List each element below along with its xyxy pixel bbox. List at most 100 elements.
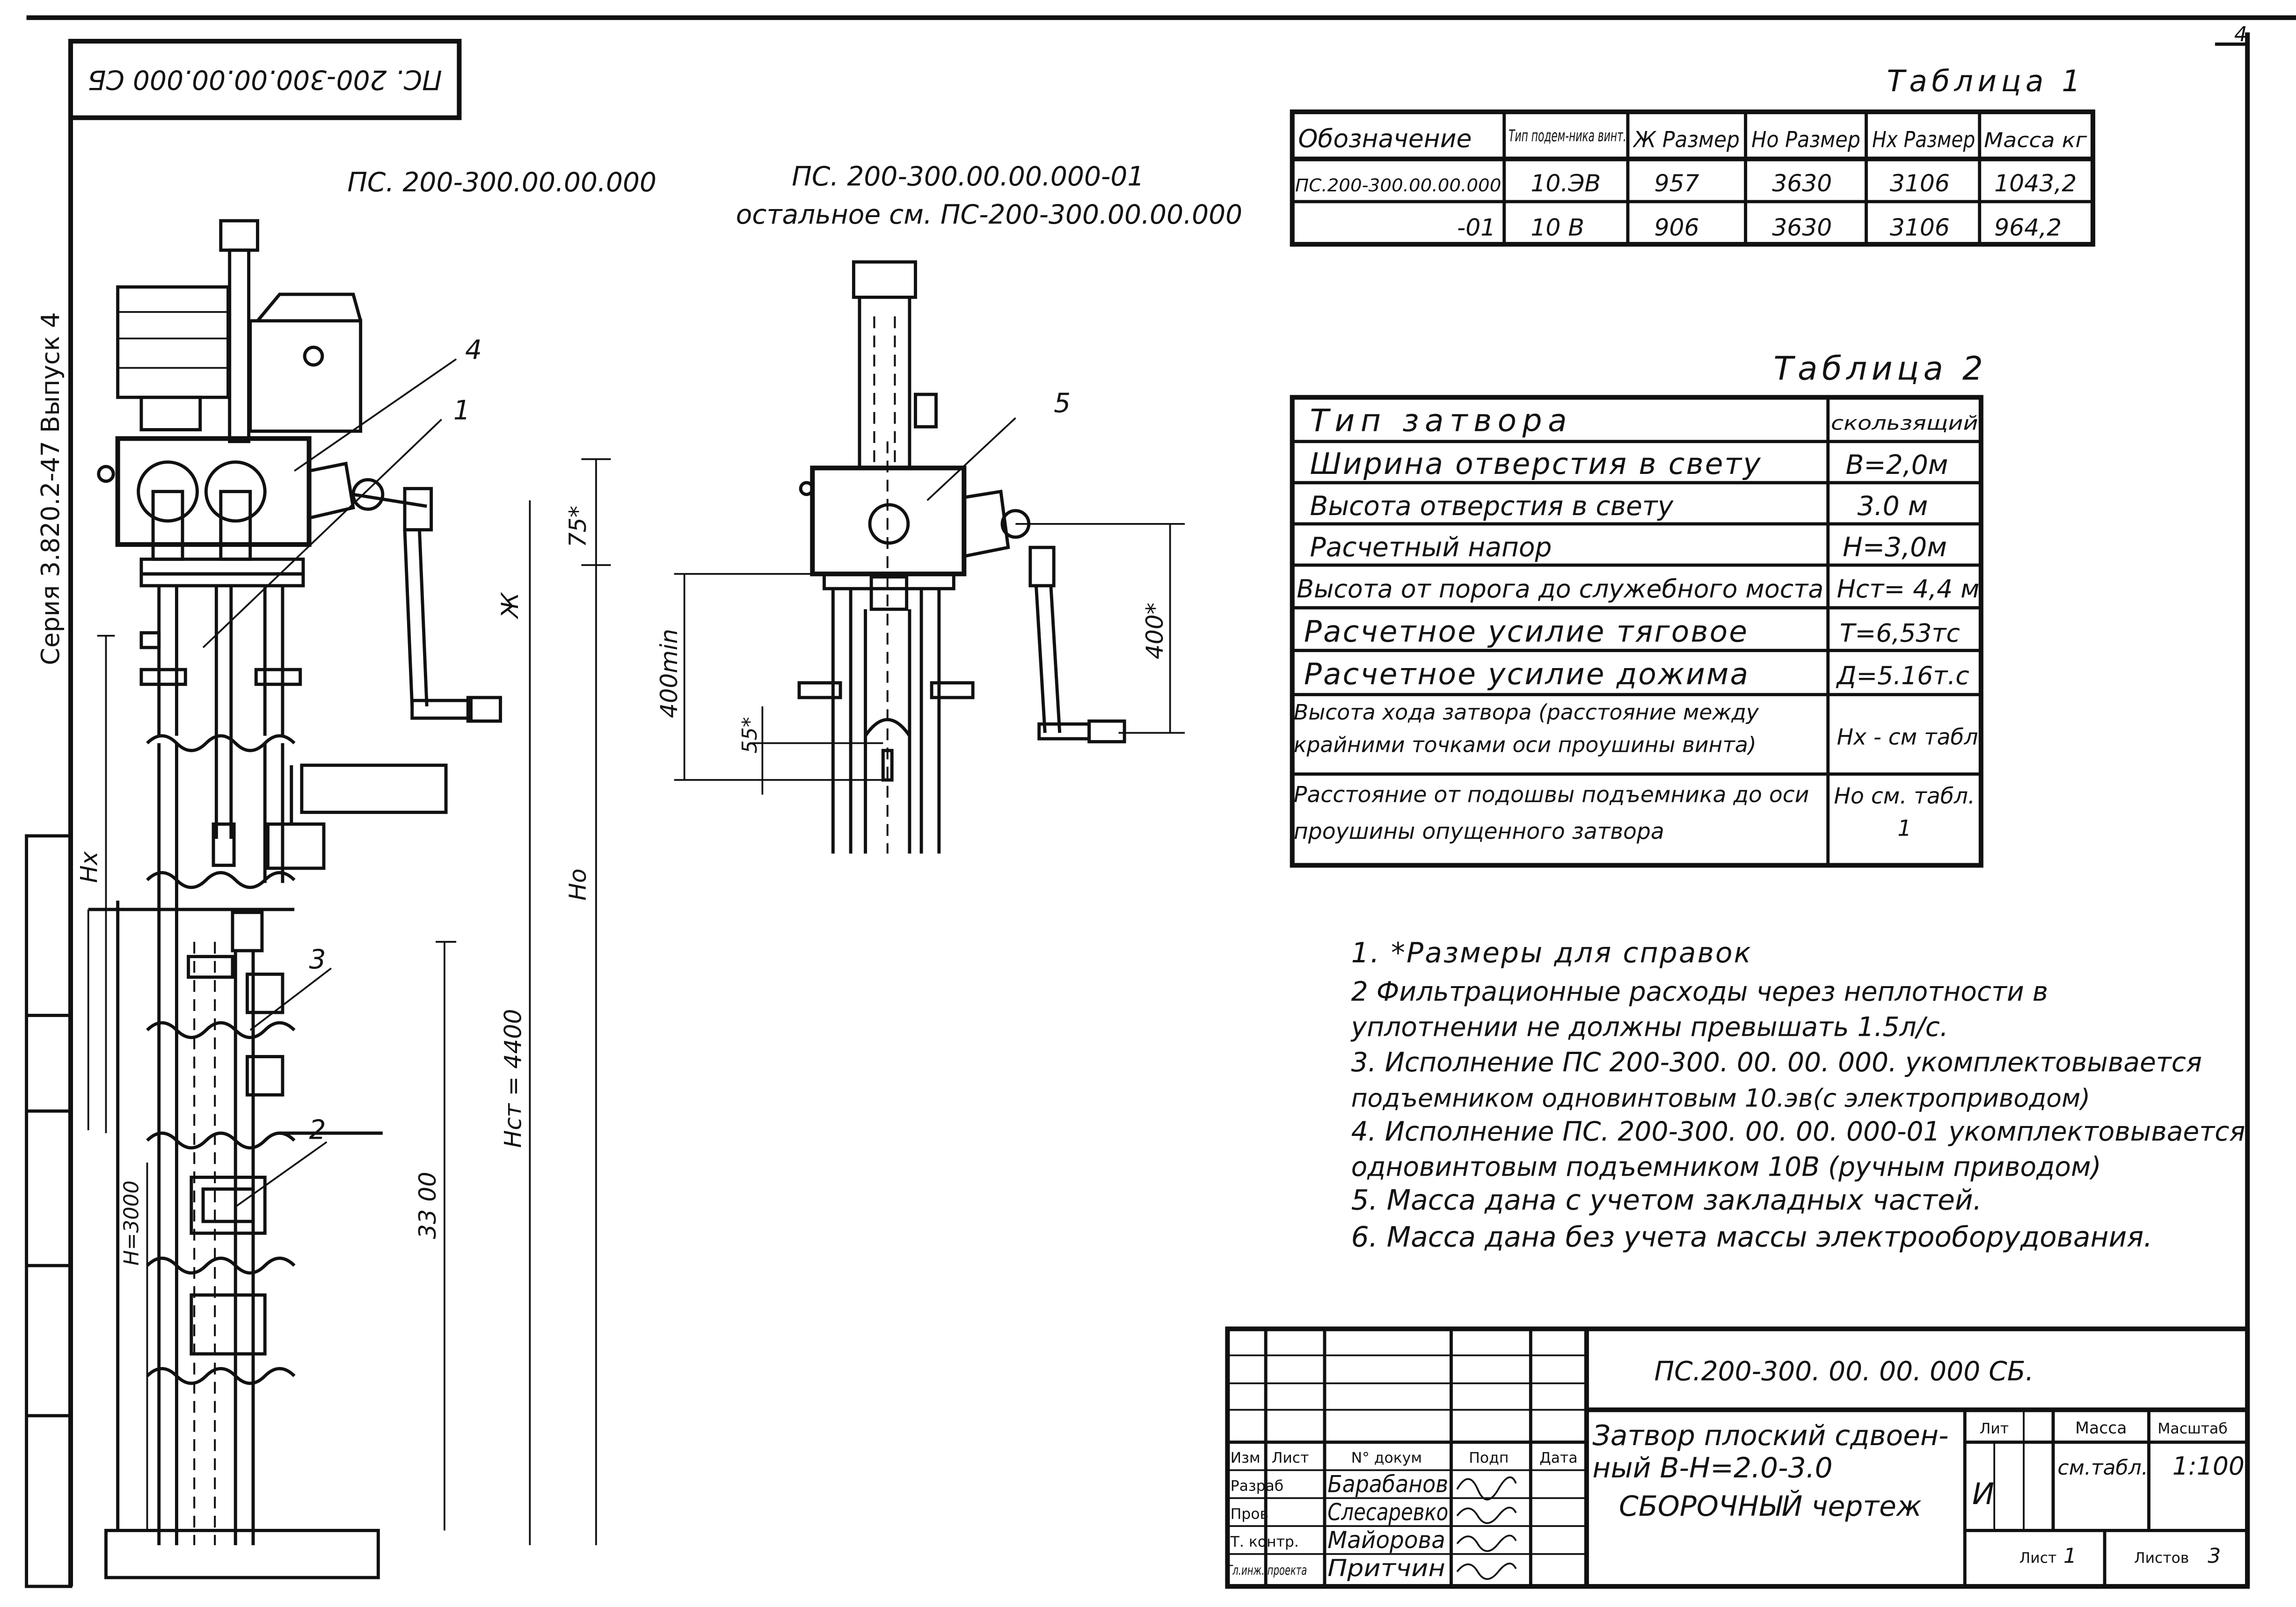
- tb-header-ndokum: N° докум: [1351, 1450, 1422, 1467]
- signature-marks: [1456, 1476, 1517, 1580]
- title-block: [1225, 1326, 2250, 1589]
- left-margin-strip: Серия 3.820.2-47 Выпуск 4: [25, 312, 73, 1588]
- stamp-code-box: ПС. 200-300.00.00.000 СБ: [68, 39, 462, 120]
- table2-cell: Ширина отверстия в свету: [1310, 447, 1762, 481]
- tb-name: Притчин: [1327, 1554, 1445, 1582]
- title-block-title: ный В-Н=2.0-3.0: [1592, 1452, 1832, 1484]
- table2-cell: Расчетное усилие тяговое: [1304, 614, 1749, 648]
- tb-scale-label: Масштаб: [2158, 1420, 2227, 1437]
- sheet-number: 4: [2234, 22, 2247, 46]
- dim-75: 75*: [564, 506, 591, 547]
- note-line: уплотнении не должны превышать 1.5л/с.: [1350, 1012, 1948, 1043]
- title-block-title: Затвор плоский сдвоен-: [1592, 1420, 1948, 1452]
- dim-hx: Нх: [75, 851, 103, 883]
- tb-mass-value: см.табл.: [2057, 1456, 2148, 1480]
- table2-title: Таблица 2: [1773, 350, 1987, 388]
- main-gate-view: [87, 219, 611, 1579]
- note-line: одновинтовым подъемником 10В (ручным при…: [1351, 1151, 2101, 1182]
- table1-cell: 10 В: [1531, 213, 1584, 241]
- series-label: Серия 3.820.2-47 Выпуск 4: [36, 312, 65, 665]
- tb-header-podp: Подп: [1469, 1450, 1509, 1467]
- table1-cell: 10.ЭВ: [1531, 169, 1601, 197]
- table1-header: Нo Размер: [1751, 127, 1860, 153]
- note-line: 3. Исполнение ПС 200-300. 00. 00. 000. у…: [1351, 1047, 2202, 1078]
- table1-cell: 3630: [1772, 213, 1832, 241]
- table2-cell-wrap: Расстояние от подошвы подъемника до оси …: [1293, 781, 1809, 845]
- tb-name: Майорова: [1327, 1526, 1445, 1554]
- tb-role: Т. контр.: [1230, 1534, 1299, 1550]
- title-block-title: СБОРОЧНЫЙ чертеж: [1619, 1490, 1922, 1523]
- table1-cell: 1043,2: [1994, 169, 2077, 197]
- table1-header: Нх Размер: [1872, 127, 1975, 153]
- dim-h3000: Н=3000: [120, 1180, 144, 1265]
- dim-hst: Нст = 4400: [499, 1009, 527, 1148]
- tb-sheet-label: Лист: [2019, 1550, 2057, 1567]
- table1-header: Ж Размер: [1633, 127, 1740, 153]
- stamp-code: ПС. 200-300.00.00.000 СБ: [88, 64, 442, 95]
- table2-cell-wrap: Нo см. табл. 1: [1834, 783, 1975, 842]
- tb-sheet-value: 1: [2063, 1544, 2077, 1568]
- table1-cell: 964,2: [1994, 213, 2062, 241]
- tb-header-list: Лист: [1272, 1450, 1309, 1467]
- table2-cell: Н=3,0м: [1843, 532, 1947, 563]
- table1-cell: ПС.200-300.00.00.000: [1295, 175, 1501, 196]
- table2-cell: Нх - см табл: [1837, 725, 1978, 750]
- note-line: 1. *Размеры для справок: [1351, 937, 1752, 969]
- callout-5: 5: [1054, 388, 1071, 419]
- table2-cell: В=2,0м: [1845, 450, 1948, 480]
- tb-lit-label: Лит: [1980, 1420, 2009, 1437]
- callout-3: 3: [309, 944, 326, 975]
- dim-400min: 400min: [655, 629, 683, 718]
- table1-title: Таблица 1: [1887, 64, 2085, 98]
- dim-3300: 33 00: [414, 1172, 441, 1239]
- note-line: 5. Масса дана с учетом закладных частей.: [1351, 1185, 1982, 1217]
- table2-cell: 3.0 м: [1858, 491, 1928, 522]
- tb-mass-label: Масса: [2075, 1419, 2127, 1438]
- table2-cell: скользящий: [1831, 412, 1978, 435]
- callout-2: 2: [309, 1115, 326, 1146]
- tb-name: Слесаревко: [1327, 1498, 1448, 1526]
- tb-lit-value: И: [1972, 1477, 1994, 1511]
- table2-cell: Т=6,53тс: [1840, 618, 1960, 647]
- dim-400: 400*: [1141, 603, 1168, 659]
- table2-cell: Высота отверстия в свету: [1310, 491, 1674, 522]
- note-line: 6. Масса дана без учета массы электрообо…: [1351, 1221, 2153, 1253]
- callout-1: 1: [453, 395, 470, 426]
- tb-role: Разраб: [1231, 1477, 1284, 1494]
- table1-header: Масса кг: [1984, 129, 2087, 153]
- note-line: 2 Фильтрационные расходы через неплотнос…: [1351, 976, 2048, 1007]
- table2-cell-wrap: Высота хода затвора (расстояние между кр…: [1294, 702, 1759, 758]
- table1-header: Тип подем-ника винт.: [1509, 127, 1626, 145]
- table2-cell: Нo см. табл. 1: [1834, 783, 1975, 842]
- table1-cell: 3630: [1772, 169, 1832, 197]
- variant-view-title-2: остальное см. ПС-200-300.00.00.000: [736, 199, 1242, 230]
- notes-block: 1. *Размеры для справок 2 Фильтрационные…: [1350, 937, 2245, 1253]
- note-line: подъемником одновинтовым 10.эв(с электро…: [1351, 1083, 2091, 1113]
- tb-scale-value: 1:100: [2172, 1451, 2245, 1481]
- title-block-doc-code: ПС.200-300. 00. 00. 000 СБ.: [1655, 1356, 2034, 1387]
- tb-role: Пров: [1231, 1505, 1268, 1522]
- table1: [1290, 109, 2095, 247]
- table1-cell: 3106: [1890, 169, 1950, 197]
- table1-cell: 906: [1655, 213, 1699, 241]
- tb-header-data: Дата: [1539, 1450, 1577, 1467]
- note-line: 4. Исполнение ПС. 200-300. 00. 00. 000-0…: [1351, 1116, 2245, 1147]
- callout-4: 4: [465, 335, 482, 366]
- table1-cell: 957: [1655, 169, 1699, 197]
- dim-zh: Ж: [496, 592, 524, 619]
- table2-cell: Расстояние от подошвы подъемника до оси …: [1293, 781, 1809, 845]
- table2-cell: Расчетное усилие дожима: [1304, 657, 1749, 691]
- table2-cell: Тип затвора: [1310, 403, 1573, 439]
- variant-view-title-1: ПС. 200-300.00.00.000-01: [792, 161, 1144, 192]
- table2-cell: Высота от порога до служебного моста: [1297, 574, 1823, 604]
- tb-name: Барабанов: [1327, 1470, 1448, 1498]
- table2-cell: Нст= 4,4 м: [1837, 574, 1980, 604]
- table1-header: Обозначение: [1298, 124, 1472, 153]
- dim-55: 55*: [738, 717, 762, 754]
- dim-ho: Нo: [564, 868, 591, 901]
- tb-role: Гл.инж. проекта: [1227, 1563, 1307, 1578]
- table2-cell: Д=5.16т.с: [1836, 661, 1969, 691]
- tb-header-izm: Изм: [1231, 1450, 1261, 1467]
- table1-cell: -01: [1457, 213, 1495, 241]
